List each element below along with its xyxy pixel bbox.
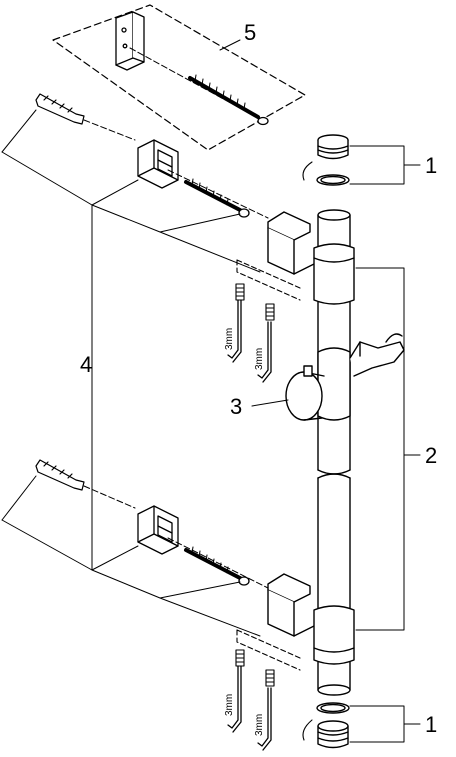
- wall-plug-upper: [35, 93, 85, 125]
- hex-key-upper-left: [227, 299, 242, 363]
- lower-fixing-set: [35, 459, 301, 751]
- slider-part: [285, 333, 405, 421]
- adapter-kit-group: [52, 4, 306, 151]
- hex-key-lower-left: [227, 665, 242, 733]
- adapter-screw: [129, 47, 269, 126]
- cap-and-seal-lower: [302, 702, 350, 749]
- callout-leader-5: [219, 39, 241, 51]
- hex-key-lower-right: [257, 687, 272, 751]
- rail-holder-lower: [267, 573, 355, 665]
- wall-fixings-bracket-lines: [1, 109, 261, 637]
- callout-1-bottom: 1: [425, 712, 437, 737]
- wall-plug-lower: [35, 459, 85, 491]
- adapter-kit-dashed-frame: [52, 4, 306, 151]
- grub-screws-upper: [235, 259, 301, 321]
- callout-1-top: 1: [425, 153, 437, 178]
- callout-3: 3: [230, 394, 242, 419]
- callout-2: 2: [425, 443, 437, 468]
- wall-screw-lower: [184, 546, 250, 586]
- mounting-bracket-upper: [137, 139, 179, 189]
- hex-key-label-lower-right: 3mm: [254, 714, 265, 736]
- callout-4: 4: [80, 352, 92, 377]
- hex-key-upper-right: [257, 321, 272, 383]
- mounting-bracket-lower: [137, 505, 179, 555]
- hex-key-label-upper-left: 3mm: [224, 328, 235, 350]
- hex-key-label-lower-left: 3mm: [224, 694, 235, 716]
- grub-screws-lower: [235, 629, 301, 687]
- callout-5: 5: [244, 20, 256, 45]
- hex-key-label-upper-right: 3mm: [254, 348, 265, 370]
- upper-fixing-set: [35, 93, 301, 383]
- wall-screw-upper: [184, 178, 250, 218]
- rail-holder-upper: [267, 211, 355, 305]
- callout-leaders: [251, 145, 421, 743]
- cap-and-seal-upper: [302, 134, 350, 186]
- adapter-plate: [115, 11, 145, 71]
